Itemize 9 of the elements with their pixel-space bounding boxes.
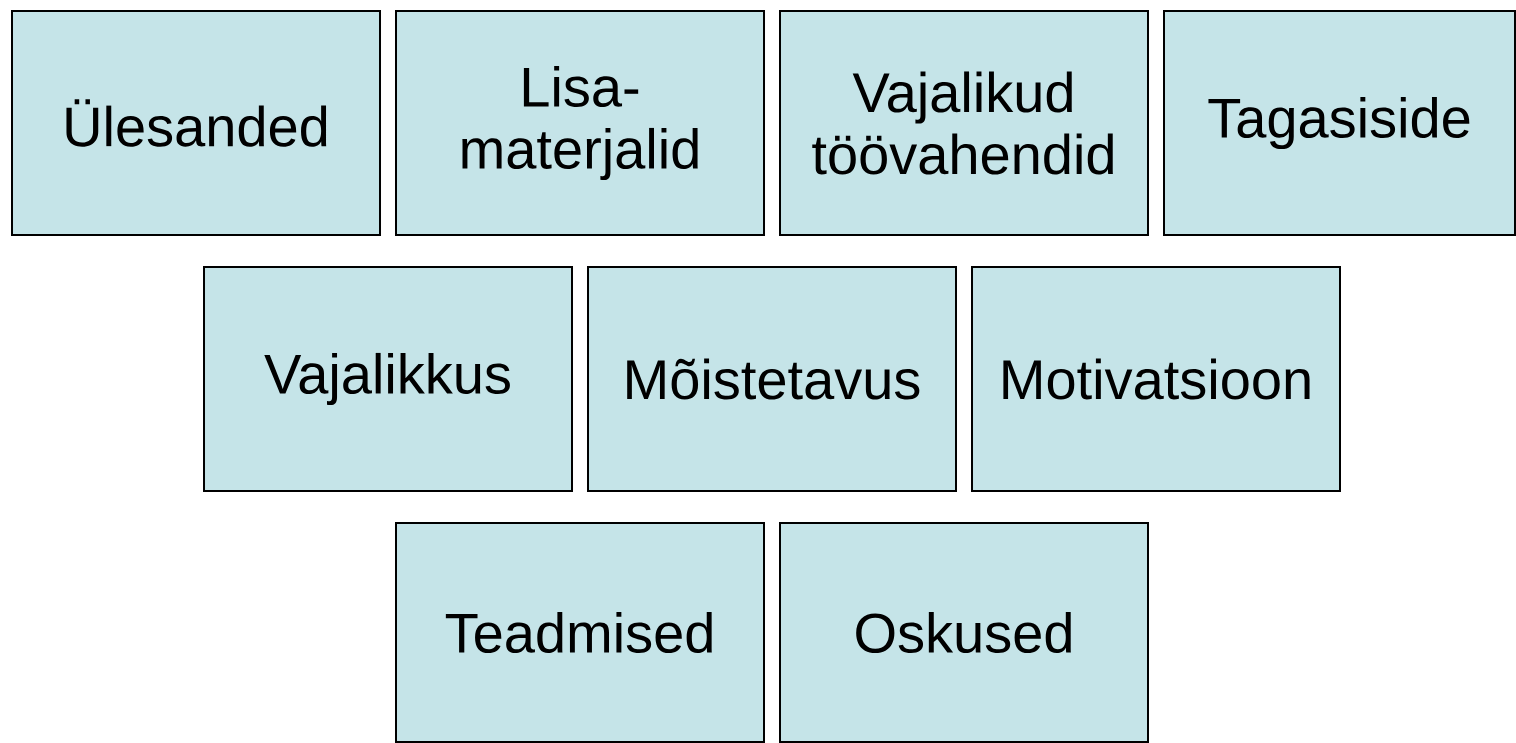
text-box: Tagasiside (1163, 10, 1516, 236)
text-box: Mõistetavus (587, 266, 957, 492)
text-box: Oskused (779, 522, 1149, 743)
text-box: Teadmised (395, 522, 765, 743)
text-box: Vajalikkus (203, 266, 573, 492)
text-box: Vajalikud töövahendid (779, 10, 1149, 236)
text-box: Motivatsioon (971, 266, 1341, 492)
text-box: Ülesanded (11, 10, 381, 236)
text-box: Lisa- materjalid (395, 10, 765, 236)
